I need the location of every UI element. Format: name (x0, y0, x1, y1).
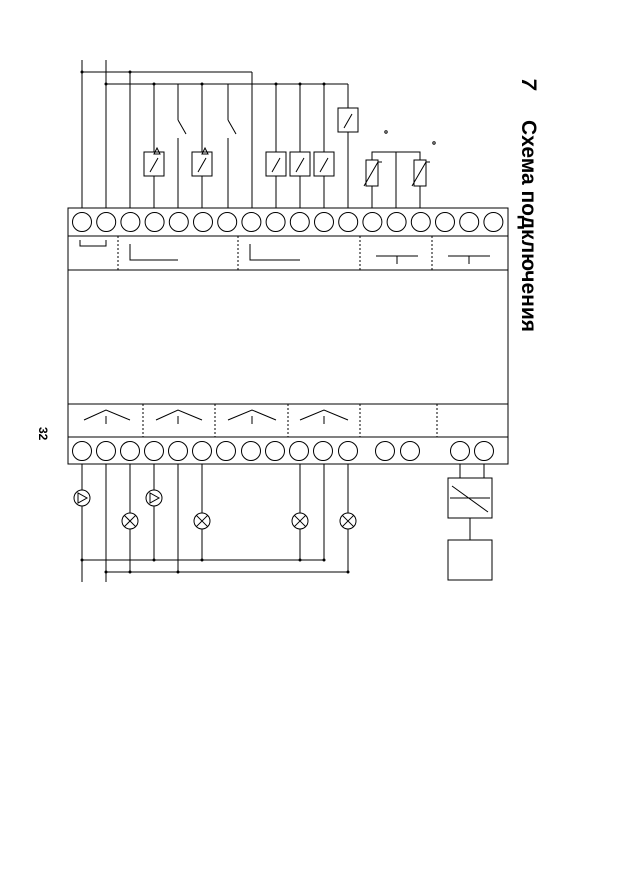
upper-module-marks (80, 240, 490, 264)
lower-terminal-10 (290, 442, 309, 461)
bus-junctions (80, 70, 326, 86)
lower-module-dividers (143, 404, 437, 437)
lamp-symbol-icon (122, 513, 138, 529)
lamp-symbol-icon (292, 513, 308, 529)
temperature-sensor-icon (364, 160, 382, 186)
upper-terminal-14 (387, 213, 406, 232)
lower-terminal-15 (451, 442, 470, 461)
relay-coil-icon (192, 148, 212, 176)
motor-converter-icon (448, 478, 492, 518)
relay-coil-icon (266, 152, 286, 176)
lamp-symbol-icon (340, 513, 356, 529)
lower-wiring (80, 464, 485, 582)
housing-outline (68, 208, 508, 464)
upper-terminal-4 (145, 213, 164, 232)
upper-terminal-6 (194, 213, 213, 232)
relay-coil-icon (144, 148, 164, 176)
lower-terminal-4 (145, 442, 164, 461)
lower-terminal-16 (475, 442, 494, 461)
upper-terminal-16 (436, 213, 455, 232)
upper-module-dividers (118, 236, 432, 270)
upper-terminal-11 (315, 213, 334, 232)
upper-wiring (80, 60, 349, 208)
lower-terminal-8 (242, 442, 261, 461)
upper-terminal-10 (290, 213, 309, 232)
upper-terminal-9 (266, 213, 285, 232)
switch-contact-icon (178, 84, 186, 208)
section-title: Схема подключения (517, 120, 540, 333)
lower-terminal-2 (97, 442, 116, 461)
upper-terminal-17 (460, 213, 479, 232)
motor-box-icon (448, 540, 492, 580)
relay-coil-icon (338, 108, 358, 132)
switch-contact-icon (228, 84, 236, 208)
relay-contact-marks (84, 410, 348, 424)
pump-symbol-icon (146, 490, 162, 506)
upper-terminal-15 (411, 213, 430, 232)
relay-coil-icon (314, 152, 334, 176)
lower-terminal-13 (376, 442, 395, 461)
page-number: 32 (36, 427, 50, 441)
lower-terminal-3 (121, 442, 140, 461)
upper-terminal-8 (242, 213, 261, 232)
lower-terminal-7 (217, 442, 236, 461)
upper-terminal-18 (484, 213, 503, 232)
lower-terminal-14 (401, 442, 420, 461)
controller-housing (68, 208, 508, 464)
lower-junctions (80, 558, 350, 574)
section-number: 7 (517, 78, 540, 90)
upper-terminal-2 (97, 213, 116, 232)
pump-symbol-icon (74, 490, 90, 506)
upper-terminal-1 (73, 213, 92, 232)
lower-terminal-12 (339, 442, 358, 461)
upper-terminal-13 (363, 213, 382, 232)
upper-terminal-12 (339, 213, 358, 232)
temperature-sensor-icon (412, 160, 430, 186)
upper-terminal-7 (218, 213, 237, 232)
lower-terminal-1 (73, 442, 92, 461)
relay-coil-icon (290, 152, 310, 176)
lower-terminal-5 (169, 442, 188, 461)
lower-terminal-6 (193, 442, 212, 461)
lamp-symbol-icon (194, 513, 210, 529)
upper-terminal-5 (169, 213, 188, 232)
upper-terminal-3 (121, 213, 140, 232)
lower-terminal-11 (314, 442, 333, 461)
upper-terminal-row (73, 213, 503, 232)
lower-terminal-9 (266, 442, 285, 461)
lower-terminal-row (73, 442, 494, 461)
